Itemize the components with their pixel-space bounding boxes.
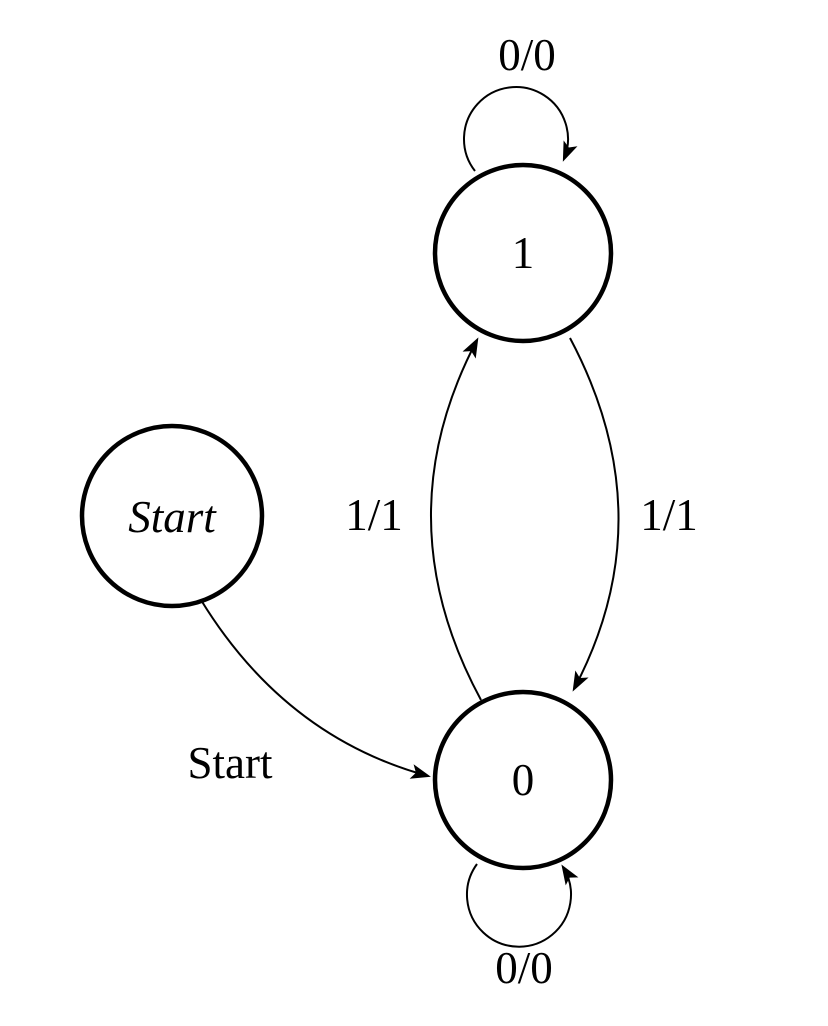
transition-edge-start-to-0 bbox=[200, 599, 431, 779]
edge-label-self-loop-1: 0/0 bbox=[498, 30, 556, 80]
state-label-start: Start bbox=[128, 492, 217, 542]
edge-label-1-to-0: 1/1 bbox=[640, 490, 698, 540]
self-loop-edge-state-1 bbox=[463, 86, 578, 172]
edge-label-self-loop-0: 0/0 bbox=[495, 943, 553, 993]
state-node-0 bbox=[432, 689, 614, 871]
transition-edge-1-to-0 bbox=[569, 337, 620, 692]
transition-edge-0-to-1 bbox=[430, 337, 482, 701]
edge-label-0-to-1: 1/1 bbox=[345, 490, 403, 540]
state-node-1 bbox=[432, 162, 614, 344]
edge-label-start: Start bbox=[188, 738, 273, 788]
state-node-start bbox=[79, 423, 265, 609]
state-label-1: 1 bbox=[512, 228, 535, 278]
self-loop-edge-state-0 bbox=[466, 863, 579, 948]
state-label-0: 0 bbox=[512, 755, 535, 805]
